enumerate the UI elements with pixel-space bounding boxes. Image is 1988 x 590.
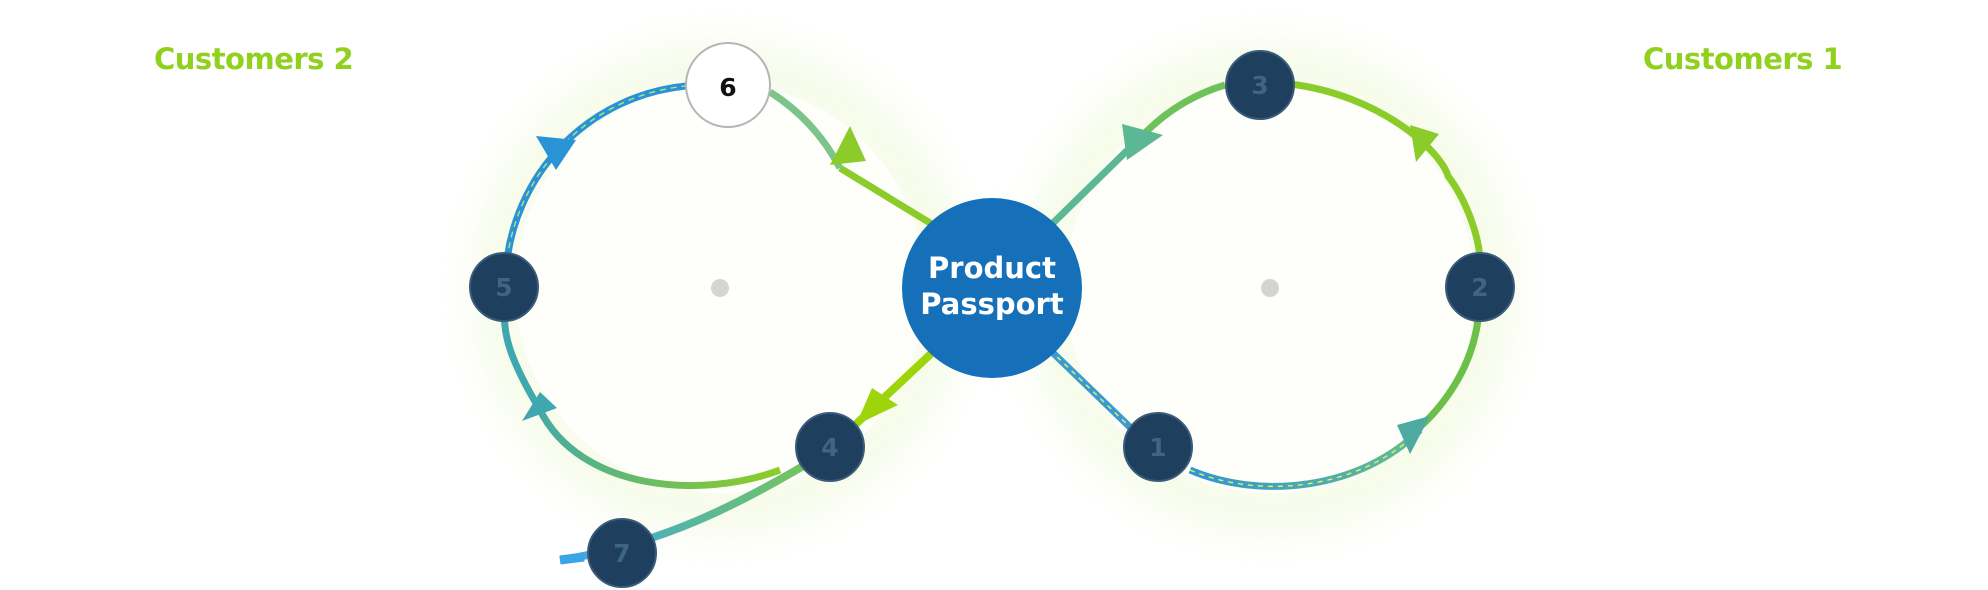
step-node-6[interactable]: 6 [685,42,771,128]
step-node-number: 4 [821,433,838,462]
step-node-number: 2 [1471,273,1488,302]
customers-1-label: Customers 1 [1643,42,1843,76]
connector-6-to-center [838,165,937,229]
arrowheads [522,124,1439,454]
arrow-center-to-4-icon [856,388,898,425]
arrow-6-to-center-icon [830,126,866,165]
step-node-number: 7 [613,539,630,568]
arrow-center-to-3-icon [1122,124,1163,160]
step-node-7[interactable]: 7 [587,518,657,588]
arc-4-to-5 [500,299,782,490]
step-node-circle [795,412,865,482]
step-node-circle [587,518,657,588]
connector-1-to-center [1047,347,1138,435]
step-node-number: 1 [1149,433,1166,462]
arc-dash [505,85,687,271]
arrow-1-to-2-icon [1397,416,1430,454]
arc-dash [1189,429,1421,488]
step-node-1[interactable]: 1 [1123,412,1193,482]
step-node-circle [685,42,771,128]
left-pivot-dot [711,279,729,297]
step-node-circle [1445,252,1515,322]
step-node-5[interactable]: 5 [469,252,539,322]
step-node-circle [469,252,539,322]
step-node-number: 5 [495,273,512,302]
step-node-number: 3 [1251,71,1268,100]
step-node-number: 6 [719,73,736,102]
center-title-line2: Passport [920,287,1064,321]
arc-center-to-3 [1143,81,1227,135]
step-node-circle [1225,50,1295,120]
step-node-2[interactable]: 2 [1445,252,1515,322]
arrow-5-to-6-icon [536,136,576,170]
arrow-4-to-5-icon [522,392,557,421]
arc-3-to-2 [1289,80,1484,271]
customers-2-label: Customers 2 [154,42,354,76]
step-node-4[interactable]: 4 [795,412,865,482]
arrow-3-to-2-icon [1410,125,1439,162]
right-pivot-dot [1261,279,1279,297]
product-passport-node[interactable]: Product Passport [902,198,1082,378]
step-node-circle [1123,412,1193,482]
step-node-3[interactable]: 3 [1225,50,1295,120]
center-title-line1: Product [928,251,1056,285]
tail-start [559,552,585,565]
